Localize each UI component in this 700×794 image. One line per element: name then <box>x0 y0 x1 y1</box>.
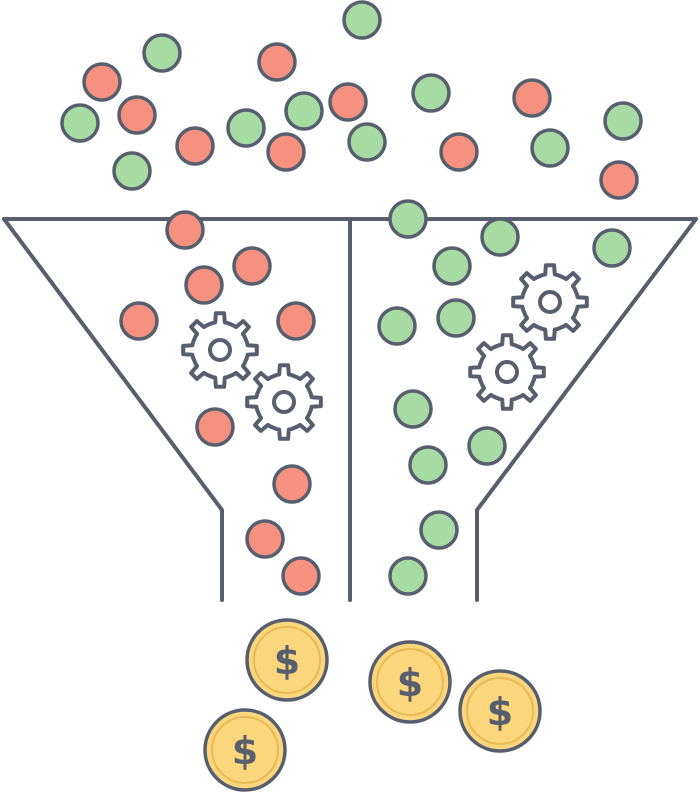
gear-icon <box>245 363 323 441</box>
green-ball <box>112 151 152 191</box>
funnel-icon <box>2 217 698 602</box>
red-ball <box>276 301 316 341</box>
coin-icon: $ <box>203 708 287 792</box>
gear-group <box>181 263 589 441</box>
ball-group <box>60 0 643 596</box>
red-ball <box>257 42 297 82</box>
green-ball <box>408 445 448 485</box>
green-ball <box>419 510 459 550</box>
gear-icon <box>511 263 589 341</box>
red-ball <box>245 519 285 559</box>
green-ball <box>467 426 507 466</box>
green-ball <box>347 122 387 162</box>
coin-symbol: $ <box>274 639 300 683</box>
gear-icon <box>181 311 259 389</box>
green-ball <box>388 556 428 596</box>
red-ball <box>599 160 639 200</box>
coin-icon: $ <box>458 669 542 753</box>
green-ball <box>603 101 643 141</box>
coin-icon: $ <box>245 618 329 702</box>
green-ball <box>432 246 472 286</box>
red-ball <box>439 132 479 172</box>
green-ball <box>436 298 476 338</box>
green-ball <box>142 33 182 73</box>
coin-symbol: $ <box>397 661 423 705</box>
coin-icon: $ <box>368 640 452 724</box>
green-ball <box>342 0 382 40</box>
green-ball <box>60 103 100 143</box>
red-ball <box>328 82 368 122</box>
green-ball <box>284 91 324 131</box>
red-ball <box>281 556 321 596</box>
green-ball <box>388 199 428 239</box>
red-ball <box>272 464 312 504</box>
red-ball <box>165 210 205 250</box>
green-ball <box>480 217 520 257</box>
funnel-right-wall <box>475 217 698 602</box>
green-ball <box>592 228 632 268</box>
red-ball <box>119 301 159 341</box>
red-ball <box>175 126 215 166</box>
green-ball <box>411 73 451 113</box>
red-ball <box>184 265 224 305</box>
red-ball <box>266 132 306 172</box>
red-ball <box>82 62 122 102</box>
red-ball <box>512 78 552 118</box>
gear-icon <box>468 333 546 411</box>
coin-group: $ $ $ $ <box>203 618 542 792</box>
green-ball <box>393 389 433 429</box>
green-ball <box>377 306 417 346</box>
funnel-left-wall <box>2 217 224 602</box>
red-ball <box>117 95 157 135</box>
coin-symbol: $ <box>487 690 513 734</box>
red-ball <box>232 246 272 286</box>
green-ball <box>530 128 570 168</box>
coin-symbol: $ <box>232 729 258 773</box>
red-ball <box>195 407 235 447</box>
green-ball <box>226 108 266 148</box>
